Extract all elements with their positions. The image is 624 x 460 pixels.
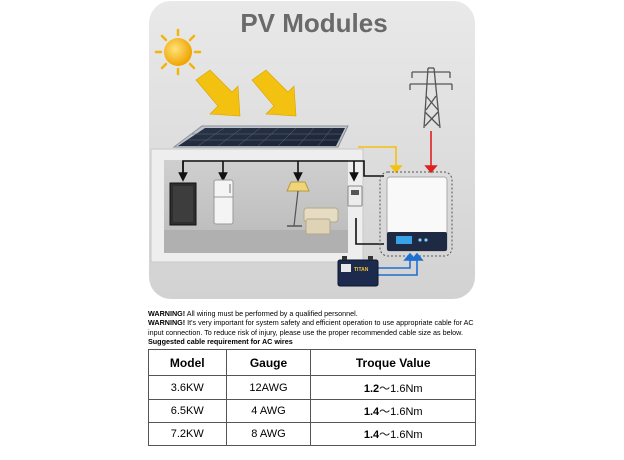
grid-wire (424, 131, 438, 174)
cell-gauge: 12AWG (225, 375, 312, 400)
warning-line-2: WARNING! It's very important for system … (148, 318, 488, 337)
table-caption: Suggested cable requirement for AC wires (148, 336, 293, 346)
cell-model: 7.2KW (148, 422, 227, 446)
sofa-icon (303, 207, 339, 235)
cell-model: 3.6KW (148, 375, 227, 400)
diagram-title: PV Modules (240, 8, 387, 38)
refrigerator-icon (213, 179, 234, 225)
header-torque: Troque Value (310, 349, 476, 376)
floor-lamp-icon (286, 181, 310, 227)
sun-icon (154, 28, 202, 76)
table-row: 3.6KW 12AWG 1.2～1.6Nm (148, 375, 476, 400)
warning-label: WARNING! (148, 318, 186, 328)
battery-icon: TITAN (337, 256, 379, 287)
cell-torque: 1.4～1.6Nm (310, 422, 476, 446)
warning-text: All wiring must be performed by a qualif… (185, 309, 358, 318)
pv-wire (358, 146, 403, 174)
cable-spec-table: Model Gauge Troque Value 3.6KW 12AWG 1.2… (148, 349, 476, 446)
system-diagram: PV Modules (149, 1, 475, 299)
tv-icon (169, 182, 197, 226)
warning-line-1: WARNING! All wiring must be performed by… (148, 309, 488, 318)
table-row: 7.2KW 8 AWG 1.4～1.6Nm (148, 422, 476, 446)
table-row: 6.5KW 4 AWG 1.4～1.6Nm (148, 399, 476, 423)
cell-torque: 1.4～1.6Nm (310, 399, 476, 423)
warning-label: WARNING! (148, 309, 186, 318)
header-gauge: Gauge (225, 349, 312, 376)
cell-model: 6.5KW (148, 399, 227, 423)
house-wiring (178, 160, 384, 245)
battery-brand-label: TITAN (354, 267, 369, 273)
inverter-icon (379, 171, 453, 257)
cell-torque: 1.2～1.6Nm (310, 375, 476, 400)
cell-gauge: 4 AWG (225, 399, 312, 423)
warning-text: It's very important for system safety an… (148, 318, 474, 337)
header-model: Model (148, 349, 227, 376)
solar-panel-icon (172, 125, 349, 148)
power-tower-icon (409, 67, 453, 129)
breaker-box-icon (347, 185, 363, 207)
cell-gauge: 8 AWG (225, 422, 312, 446)
warning-notes: WARNING! All wiring must be performed by… (148, 309, 488, 346)
table-header-row: Model Gauge Troque Value (148, 349, 476, 376)
battery-wire (377, 252, 424, 276)
sunlight-arrows (195, 69, 297, 117)
